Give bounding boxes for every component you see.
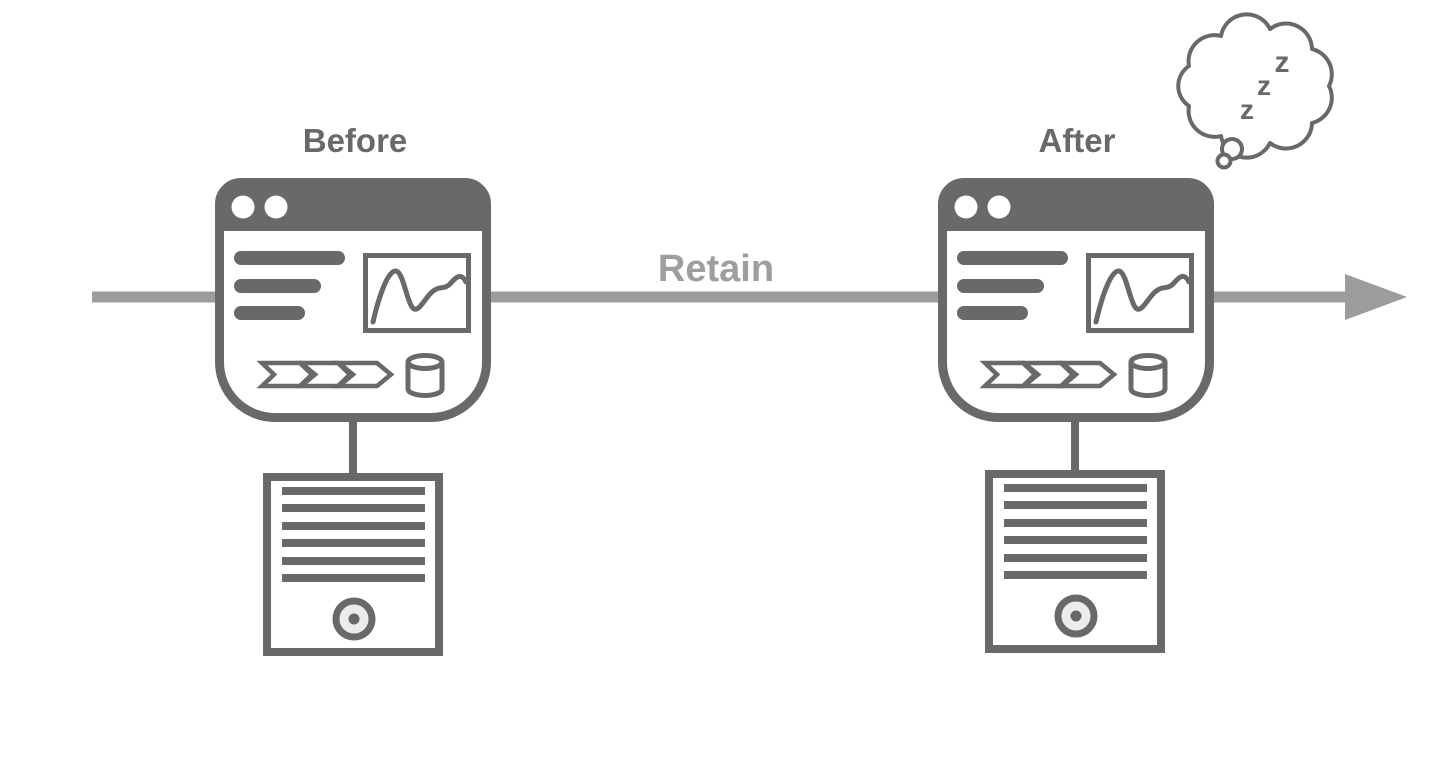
window-titlebar [942, 182, 1210, 231]
after-browser-window-icon [938, 178, 1214, 422]
after-certificate-icon [985, 470, 1165, 653]
chevron-icon [332, 360, 395, 389]
thought-cloud [1176, 12, 1334, 160]
certificate-text-line [282, 522, 425, 530]
database-icon [405, 353, 445, 398]
process-arrows-icon [979, 360, 1118, 389]
window-button-icon [954, 195, 978, 219]
database-body [405, 362, 445, 398]
sleep-z-letter: z [1240, 94, 1254, 125]
certificate-text-line [1004, 554, 1147, 562]
before-browser-window-icon [215, 178, 491, 422]
certificate-text-line [1004, 501, 1147, 509]
line-chart-icon [1093, 268, 1192, 325]
arrowhead-icon [1345, 274, 1407, 320]
text-line-bar [234, 251, 345, 265]
sleep-z-letter: z [1257, 70, 1271, 101]
sleep-z-letter: z [1275, 46, 1290, 79]
certificate-text-line [282, 539, 425, 547]
text-line-bar [234, 279, 321, 293]
text-line-bar [957, 251, 1068, 265]
flow-stage-label: Retain [658, 248, 774, 290]
certificate-text-line [282, 487, 425, 495]
before-label: Before [303, 122, 408, 159]
window-button-icon [231, 195, 255, 219]
window-button-icon [264, 195, 288, 219]
certificate-text-line [1004, 484, 1147, 492]
line-chart-icon [370, 268, 469, 325]
database-top [405, 353, 445, 371]
certificate-text-line [1004, 536, 1147, 544]
certificate-text-line [282, 574, 425, 582]
window-button-icon [987, 195, 1011, 219]
text-line-bar [957, 306, 1028, 320]
certificate-text-line [282, 504, 425, 512]
text-line-bar [957, 279, 1044, 293]
line-chart-frame [363, 253, 471, 333]
certificate-text-line [1004, 519, 1147, 527]
database-top [1128, 353, 1168, 371]
database-body [1128, 362, 1168, 398]
seal-center-dot [1070, 610, 1082, 622]
database-icon [1128, 353, 1168, 398]
certificate-text-line [282, 557, 425, 565]
process-arrows-icon [256, 360, 395, 389]
sleep-thought-bubble-icon: z z z [1176, 12, 1334, 170]
thought-tail-bubble [1215, 152, 1233, 170]
chevron-icon [1055, 360, 1118, 389]
text-line-bar [234, 306, 305, 320]
before-certificate-icon [263, 473, 443, 656]
seal-center-dot [348, 613, 360, 625]
window-titlebar [219, 182, 487, 231]
certificate-text-line [1004, 571, 1147, 579]
after-label: After [1038, 122, 1115, 159]
